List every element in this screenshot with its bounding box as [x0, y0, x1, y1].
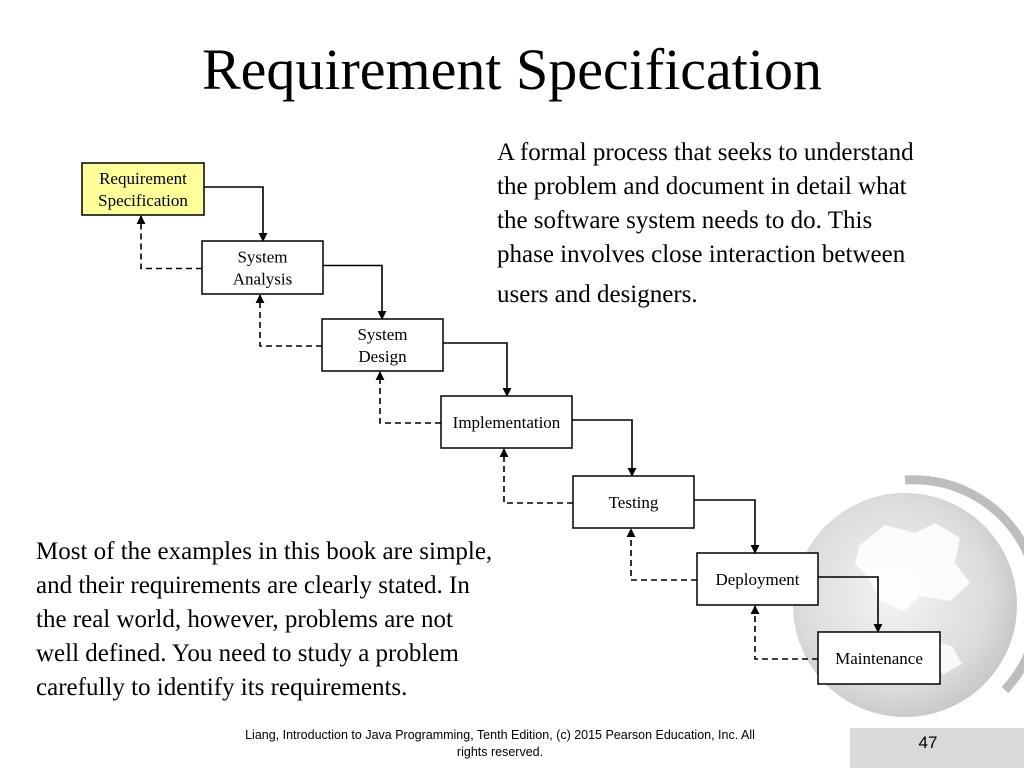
feedback-arrow	[750, 605, 818, 660]
stage-label: Design	[358, 347, 407, 366]
forward-arrow	[572, 419, 637, 477]
slide-title: Requirement Specification	[201, 37, 823, 102]
page-number: 47	[918, 733, 938, 752]
stage-label: Requirement	[99, 169, 187, 188]
description-line: phase involves close interaction between	[497, 241, 906, 268]
stage-box-frame	[201, 240, 324, 295]
note-line: the real world, however, problems are no…	[36, 606, 453, 633]
stage-label: Deployment	[715, 570, 799, 589]
stage-label: Analysis	[233, 270, 293, 289]
forward-arrow	[323, 264, 387, 320]
stage-box-frame	[817, 631, 941, 685]
stage-box-frame	[81, 162, 205, 216]
footer-line: rights reserved.	[456, 745, 544, 759]
stage-box: Testing	[572, 475, 695, 529]
description-paragraph: A formal process that seeks to understan…	[497, 136, 1002, 312]
note-paragraph: Most of the examples in this book are si…	[36, 535, 576, 705]
forward-arrow	[443, 342, 512, 397]
footer-copyright: Liang, Introduction to Java Programming,…	[190, 727, 810, 761]
note-line: well defined. You need to study a proble…	[36, 640, 459, 667]
feedback-arrow	[499, 448, 573, 504]
stage-box: Deployment	[696, 552, 819, 606]
footer-line: Liang, Introduction to Java Programming,…	[245, 728, 755, 742]
forward-arrow	[204, 186, 268, 242]
description-line: A formal process that seeks to understan…	[497, 139, 914, 166]
feedback-arrow	[255, 294, 322, 347]
stage-label: Specification	[98, 191, 188, 210]
forward-arrow	[818, 576, 883, 633]
note-line: Most of the examples in this book are si…	[36, 538, 493, 565]
note-line: carefully to identify its requirements.	[36, 674, 408, 701]
description-line: the software system needs to do. This	[497, 207, 873, 234]
description-line: the problem and document in detail what	[497, 173, 907, 200]
feedback-arrow	[375, 371, 441, 424]
stage-label: System	[237, 248, 287, 267]
note-line: and their requirements are clearly state…	[36, 572, 470, 599]
stage-label: System	[357, 325, 407, 344]
stage-box: Maintenance	[817, 631, 941, 685]
description-line: users and designers.	[497, 281, 698, 308]
stage-label: Implementation	[453, 413, 561, 432]
stage-label: Maintenance	[835, 649, 923, 668]
stage-box-frame	[572, 475, 695, 529]
stage-label: Testing	[609, 493, 659, 512]
stage-box-frame	[696, 552, 819, 606]
stage-box-frame	[321, 318, 444, 372]
feedback-arrow	[626, 528, 697, 581]
stage-box: Implementation	[440, 395, 573, 449]
forward-arrow	[694, 499, 760, 554]
stage-box-frame	[440, 395, 573, 449]
feedback-arrow	[136, 215, 202, 270]
